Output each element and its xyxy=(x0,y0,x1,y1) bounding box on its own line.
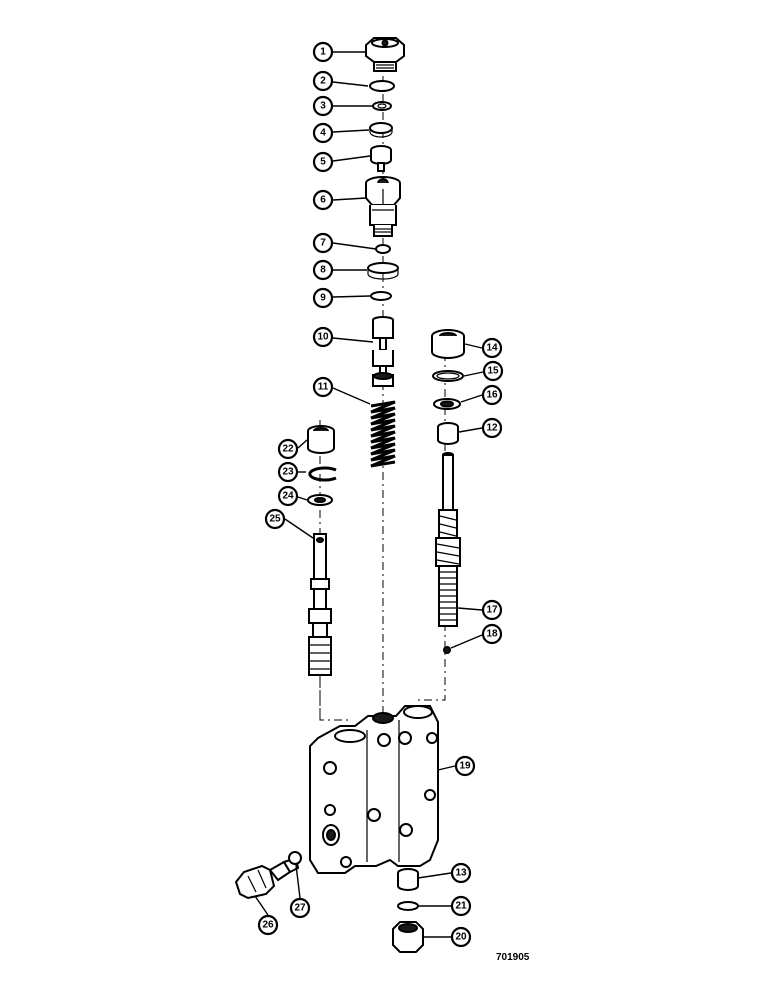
callout-9: 9 xyxy=(312,287,334,309)
svg-text:1: 1 xyxy=(320,47,326,58)
callout-21: 21 xyxy=(450,895,472,917)
svg-text:16: 16 xyxy=(486,390,498,401)
svg-text:6: 6 xyxy=(320,195,326,206)
part-5-poppet xyxy=(370,145,392,172)
svg-text:5: 5 xyxy=(320,157,326,168)
svg-text:17: 17 xyxy=(486,605,498,616)
callout-13: 13 xyxy=(450,862,472,884)
center-line-left-port xyxy=(319,680,350,721)
part-8-ring xyxy=(367,262,399,280)
svg-text:3: 3 xyxy=(320,101,326,112)
part-18-check-ball xyxy=(443,646,451,654)
svg-text:7: 7 xyxy=(320,238,326,249)
part-21-o-ring xyxy=(397,901,419,911)
part-19-valve-body xyxy=(309,705,439,874)
svg-text:19: 19 xyxy=(459,761,471,772)
callout-7: 7 xyxy=(312,232,334,254)
svg-text:18: 18 xyxy=(486,629,498,640)
callout-18: 18 xyxy=(481,623,503,645)
callout-11: 11 xyxy=(312,376,334,398)
part-25-left-spool xyxy=(308,533,332,676)
callout-15: 15 xyxy=(482,360,504,382)
part-17-right-spool xyxy=(435,452,461,627)
part-3-washer xyxy=(372,101,392,111)
part-22-cap xyxy=(307,425,335,454)
svg-text:20: 20 xyxy=(455,932,467,943)
part-15-snap-ring xyxy=(432,370,464,382)
callout-27: 27 xyxy=(289,897,311,919)
callout-26: 26 xyxy=(257,914,279,936)
callout-8: 8 xyxy=(312,259,334,281)
svg-text:24: 24 xyxy=(282,491,294,502)
svg-text:12: 12 xyxy=(486,423,498,434)
svg-text:22: 22 xyxy=(282,444,294,455)
callout-14: 14 xyxy=(481,337,503,359)
svg-text:10: 10 xyxy=(317,332,329,343)
part-14-cap xyxy=(431,329,465,359)
svg-text:25: 25 xyxy=(269,514,281,525)
svg-text:27: 27 xyxy=(294,903,306,914)
part-23-snap-ring xyxy=(308,466,337,482)
callout-3: 3 xyxy=(312,95,334,117)
callout-17: 17 xyxy=(481,599,503,621)
svg-text:8: 8 xyxy=(320,265,326,276)
part-12-bushing xyxy=(437,422,459,445)
part-7-ring xyxy=(375,244,391,254)
part-16-washer xyxy=(433,398,461,410)
svg-text:11: 11 xyxy=(318,382,329,393)
callout-10: 10 xyxy=(312,326,334,348)
svg-text:14: 14 xyxy=(486,343,498,354)
part-11-spring xyxy=(370,400,396,468)
callout-16: 16 xyxy=(481,384,503,406)
callout-12: 12 xyxy=(481,417,503,439)
svg-text:26: 26 xyxy=(262,920,274,931)
svg-text:2: 2 xyxy=(320,76,326,87)
callout-2: 2 xyxy=(312,70,334,92)
callout-19: 19 xyxy=(454,755,476,777)
svg-text:23: 23 xyxy=(282,467,294,478)
leader-lines xyxy=(254,51,484,938)
part-24-washer xyxy=(307,494,333,506)
callout-1: 1 xyxy=(312,41,334,63)
figure-number: 701905 xyxy=(496,952,530,963)
part-13-plug xyxy=(397,868,419,891)
part-1-plug xyxy=(365,37,405,72)
part-27-ball xyxy=(288,851,302,865)
callout-5: 5 xyxy=(312,151,334,173)
svg-text:21: 21 xyxy=(455,901,467,912)
callout-23: 23 xyxy=(277,461,299,483)
part-9-o-ring xyxy=(370,291,392,301)
callout-20: 20 xyxy=(450,926,472,948)
svg-text:13: 13 xyxy=(455,868,467,879)
callout-25: 25 xyxy=(264,508,286,530)
part-2-o-ring xyxy=(369,80,395,92)
part-6-seat-body xyxy=(365,176,401,237)
part-20-cap xyxy=(392,921,424,953)
svg-text:9: 9 xyxy=(320,293,326,304)
part-10-spool xyxy=(372,316,394,387)
svg-text:15: 15 xyxy=(487,366,499,377)
callout-4: 4 xyxy=(312,122,334,144)
callout-22: 22 xyxy=(277,438,299,460)
part-26-fitting xyxy=(234,856,300,900)
svg-text:4: 4 xyxy=(320,128,326,139)
part-4-backup-ring xyxy=(369,122,393,138)
callout-24: 24 xyxy=(277,485,299,507)
callout-6: 6 xyxy=(312,189,334,211)
